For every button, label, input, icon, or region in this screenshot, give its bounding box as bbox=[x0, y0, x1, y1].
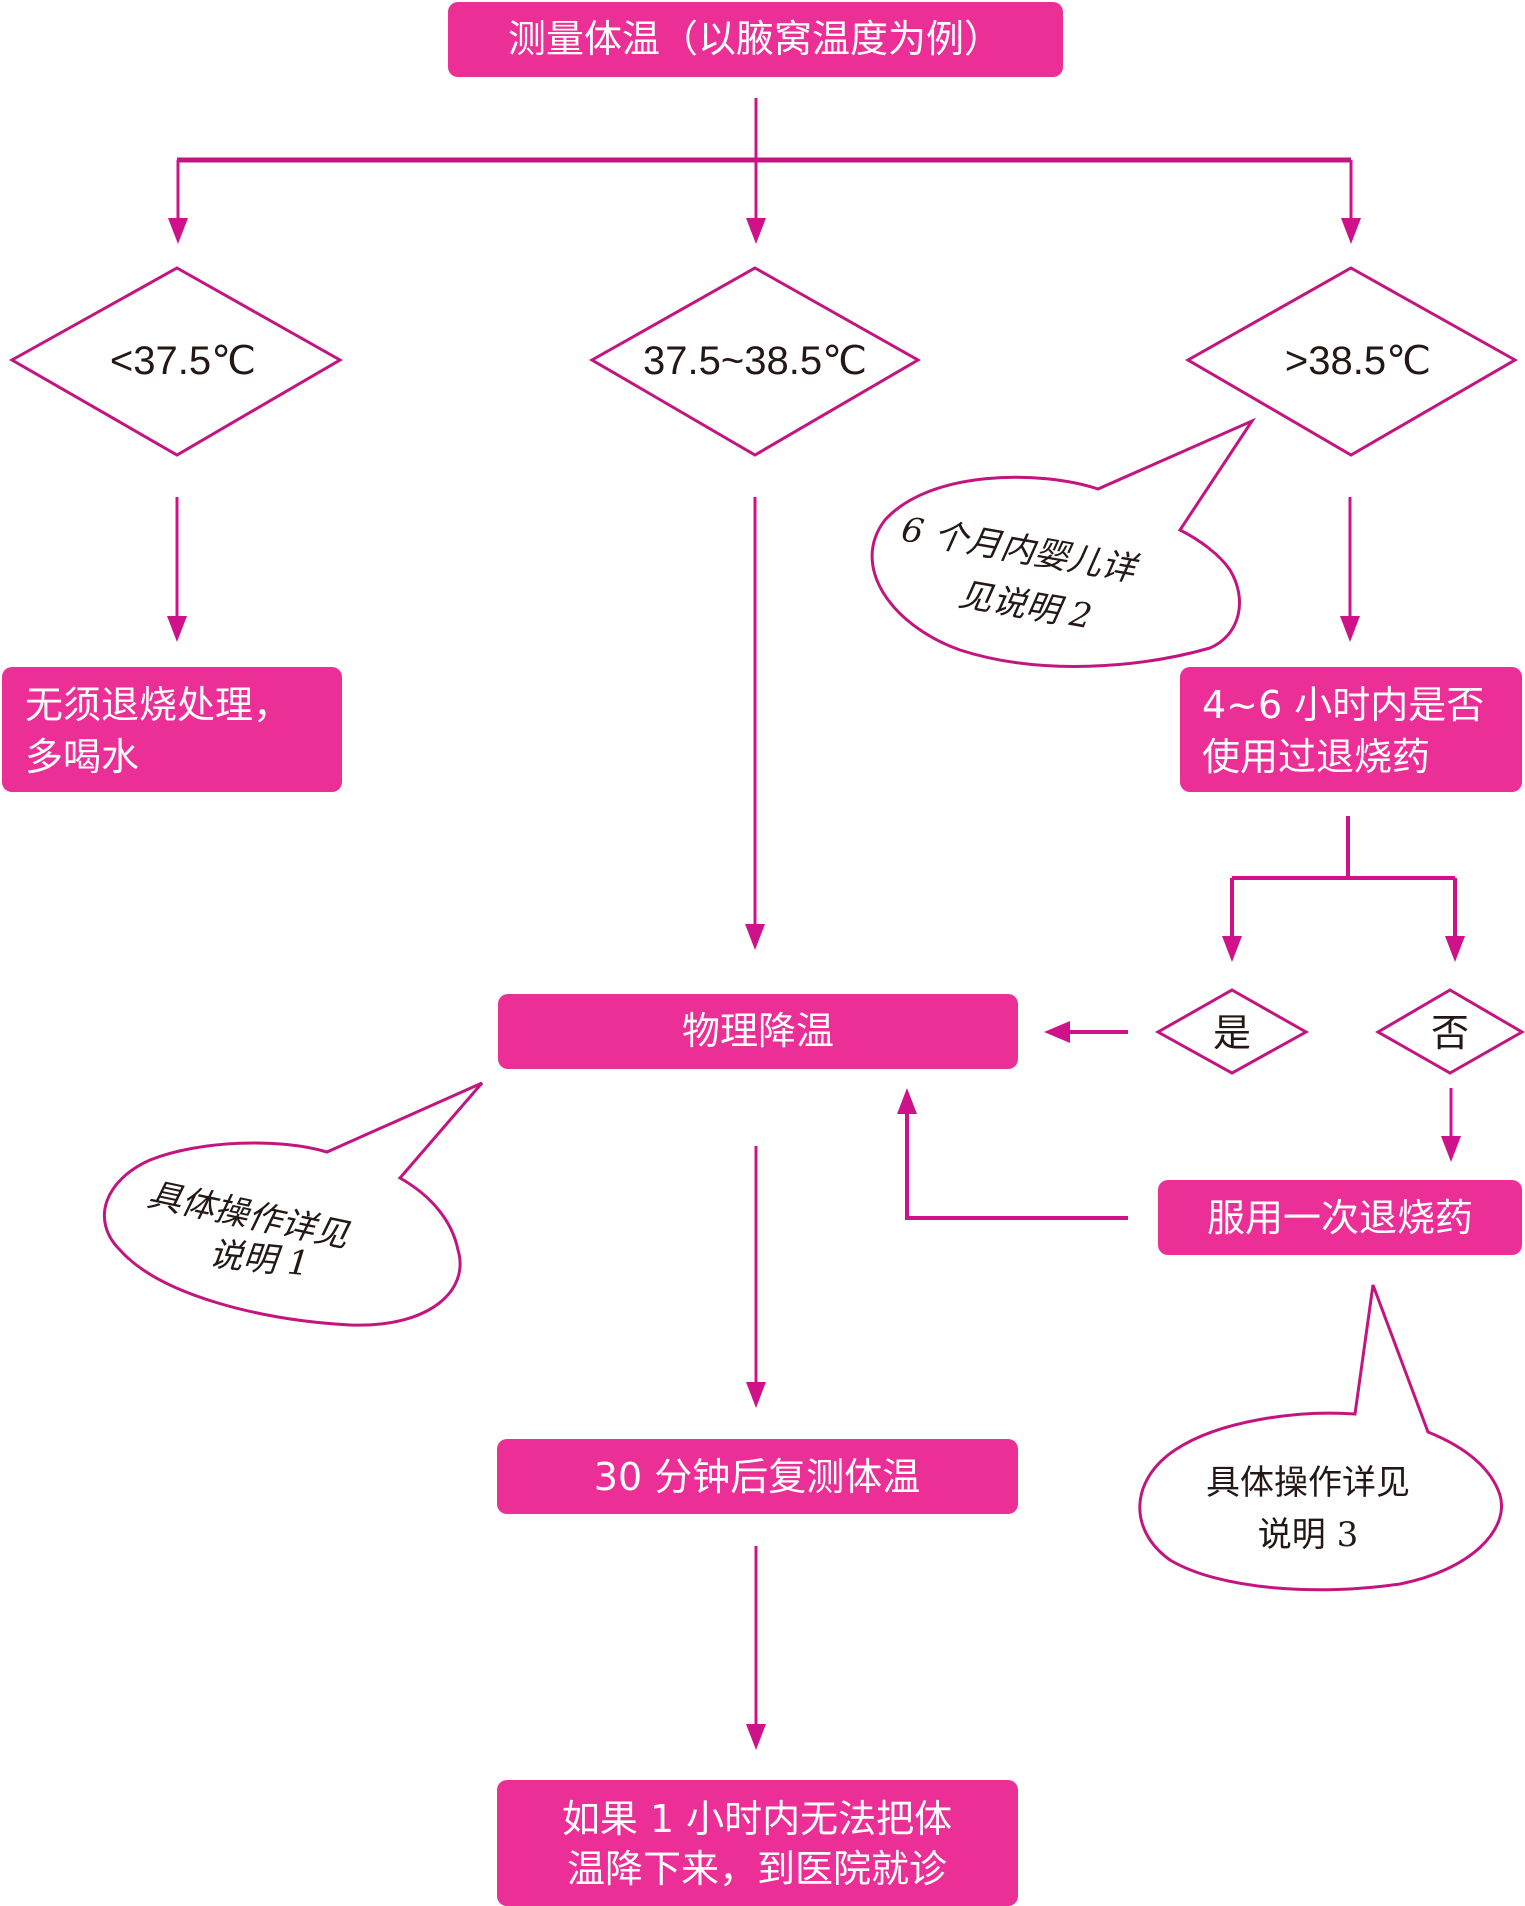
note-bubble-3: 具体操作详见 说明 3 bbox=[1138, 1284, 1503, 1592]
physical-cooling-label: 物理降温 bbox=[682, 1009, 834, 1053]
arrow-yes-to-cooling bbox=[1044, 1021, 1128, 1043]
arrow-recheck-to-final bbox=[746, 1546, 766, 1750]
arrow-mid-to-cooling bbox=[745, 497, 765, 950]
start-label: 测量体温（以腋窝温度为例） bbox=[508, 17, 1002, 61]
answer-no-label: 否 bbox=[1431, 1011, 1469, 1055]
recheck-label: 30 分钟后复测体温 bbox=[594, 1455, 920, 1499]
note-bubble-1: 具体操作详见 说明 1 bbox=[102, 1081, 484, 1327]
final-line-1: 如果 1 小时内无法把体 bbox=[562, 1797, 952, 1841]
high-question-line-1: 4~6 小时内是否 bbox=[1202, 683, 1484, 727]
answer-no-diamond: 否 bbox=[1374, 988, 1525, 1075]
arrow-to-high bbox=[1341, 160, 1361, 244]
take-medicine-box: 服用一次退烧药 bbox=[1158, 1180, 1522, 1255]
final-line-2: 温降下来，到医院就诊 bbox=[567, 1847, 947, 1891]
condition-mid-diamond: 37.5~38.5℃ bbox=[588, 266, 922, 457]
high-question-box: 4~6 小时内是否 使用过退烧药 bbox=[1180, 667, 1522, 792]
arrow-to-low bbox=[168, 160, 188, 244]
low-action-line-1: 无须退烧处理， bbox=[25, 683, 291, 727]
condition-mid-label: 37.5~38.5℃ bbox=[643, 339, 867, 383]
arrow-to-yes bbox=[1222, 878, 1242, 962]
recheck-box: 30 分钟后复测体温 bbox=[497, 1439, 1018, 1514]
condition-low-diamond: <37.5℃ bbox=[8, 266, 344, 457]
condition-high-label: >38.5℃ bbox=[1285, 339, 1431, 383]
answer-yes-label: 是 bbox=[1213, 1011, 1251, 1055]
take-medicine-label: 服用一次退烧药 bbox=[1207, 1196, 1473, 1240]
arrow-high-to-question bbox=[1340, 497, 1360, 642]
start-box: 测量体温（以腋窝温度为例） bbox=[448, 2, 1063, 77]
low-action-box: 无须退烧处理， 多喝水 bbox=[2, 667, 342, 792]
arrow-to-mid bbox=[746, 160, 766, 244]
physical-cooling-box: 物理降温 bbox=[498, 994, 1018, 1069]
high-question-line-2: 使用过退烧药 bbox=[1202, 735, 1430, 779]
arrow-no-to-medicine bbox=[1441, 1088, 1461, 1162]
low-action-line-2: 多喝水 bbox=[25, 735, 139, 779]
arrow-cooling-to-recheck bbox=[746, 1146, 766, 1408]
final-box: 如果 1 小时内无法把体 温降下来，到医院就诊 bbox=[497, 1780, 1018, 1906]
arrow-to-no bbox=[1445, 878, 1465, 962]
answer-yes-diamond: 是 bbox=[1154, 988, 1310, 1075]
connectors bbox=[167, 98, 1465, 1750]
condition-low-label: <37.5℃ bbox=[110, 339, 256, 383]
arrow-low-to-action bbox=[167, 497, 187, 642]
note-3-line-1: 具体操作详见 bbox=[1206, 1463, 1410, 1503]
condition-high-diamond: >38.5℃ bbox=[1184, 266, 1519, 457]
note-bubble-2: 6 个月内婴儿详 见说明 2 bbox=[870, 417, 1257, 668]
arrow-medicine-to-cooling bbox=[897, 1088, 1128, 1220]
note-3-line-2: 说明 3 bbox=[1258, 1515, 1358, 1555]
